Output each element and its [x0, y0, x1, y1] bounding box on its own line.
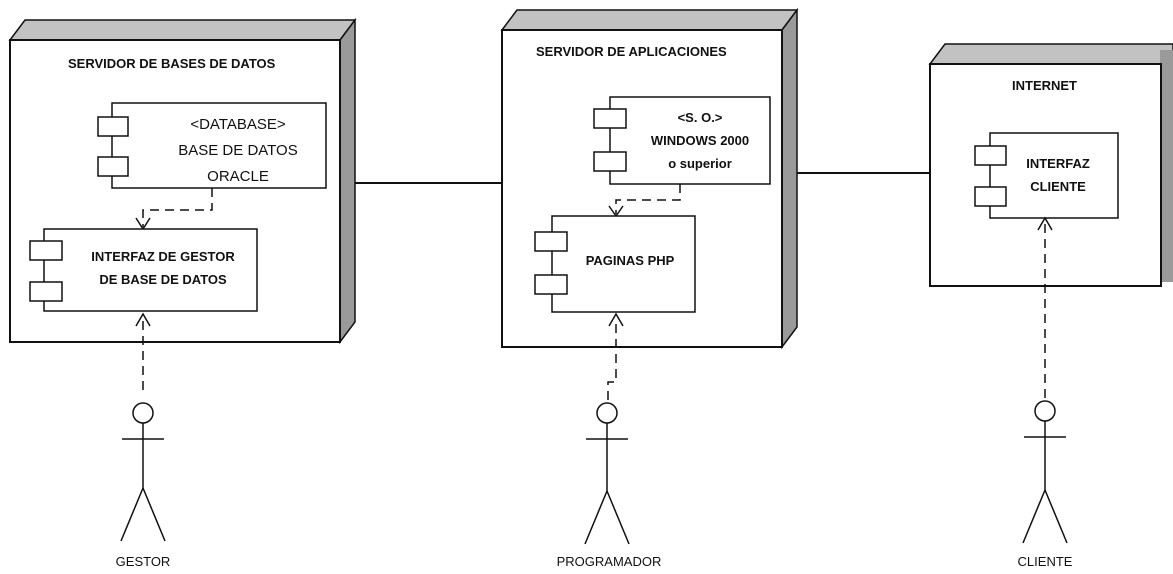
usage-arrow [607, 318, 617, 400]
actor-leg [1022, 489, 1046, 544]
component-name: PAGINAS PHP [586, 253, 675, 268]
component-body [551, 215, 696, 313]
component-stereotype: <DATABASE> [190, 116, 286, 133]
component-body [111, 102, 327, 189]
actor-leg [1044, 489, 1068, 544]
component-tab [534, 231, 568, 252]
actor-cliente: CLIENTE [1018, 216, 1073, 569]
component-tab [29, 281, 63, 302]
actor-leg [120, 487, 144, 542]
actor-head [1034, 400, 1056, 422]
component-name: ORACLE [207, 168, 269, 185]
component-dbms-interface: INTERFAZ DE GESTOR DE BASE DE DATOS [29, 228, 258, 312]
node-top-face [928, 43, 1173, 65]
actor-head [132, 402, 154, 424]
component-database: <DATABASE> BASE DE DATOS ORACLE [97, 102, 327, 189]
node-title: SERVIDOR DE BASES DE DATOS [68, 56, 276, 71]
component-name: BASE DE DATOS [178, 142, 297, 159]
actor-leg [142, 487, 166, 542]
component-tab [534, 274, 568, 295]
component-tab [974, 186, 1007, 207]
actor-leg [606, 490, 630, 545]
actor-gestor: GESTOR [116, 312, 171, 569]
component-name: DE BASE DE DATOS [99, 272, 227, 287]
component-tab [593, 108, 627, 129]
component-name: INTERFAZ [1026, 156, 1090, 171]
node-side-face [781, 7, 798, 350]
node-side-face [339, 17, 356, 345]
component-name: o superior [668, 156, 732, 171]
component-client-interface: INTERFAZ CLIENTE [974, 132, 1119, 219]
component-body [989, 132, 1119, 219]
actor-head [596, 402, 618, 424]
arrow-head [135, 312, 151, 327]
node-title: SERVIDOR DE APLICACIONES [536, 44, 727, 59]
node-side-face [1160, 50, 1173, 282]
arrow-head [1037, 216, 1053, 231]
dependency-arrow [615, 184, 681, 214]
component-tab [593, 151, 627, 172]
component-tab [97, 116, 129, 137]
node-top-face [500, 9, 799, 31]
actor-label: PROGRAMADOR [557, 554, 662, 569]
component-name: CLIENTE [1030, 179, 1086, 194]
component-name: INTERFAZ DE GESTOR [91, 249, 235, 264]
component-os: <S. O.> WINDOWS 2000 o superior [593, 96, 771, 185]
component-body [43, 228, 258, 312]
component-tab [974, 145, 1007, 166]
arrow-head [608, 312, 624, 327]
actor-label: GESTOR [116, 554, 171, 569]
node-top-face [8, 19, 357, 41]
node-title: INTERNET [1012, 78, 1077, 93]
component-php-pages: PAGINAS PHP [534, 215, 696, 313]
actor-programador: PROGRAMADOR [557, 312, 662, 569]
component-body [609, 96, 771, 185]
component-stereotype: <S. O.> [678, 110, 723, 125]
actor-label: CLIENTE [1018, 554, 1073, 569]
actor-leg [584, 490, 608, 545]
component-tab [97, 156, 129, 177]
component-name: WINDOWS 2000 [651, 133, 749, 148]
component-tab [29, 240, 63, 261]
